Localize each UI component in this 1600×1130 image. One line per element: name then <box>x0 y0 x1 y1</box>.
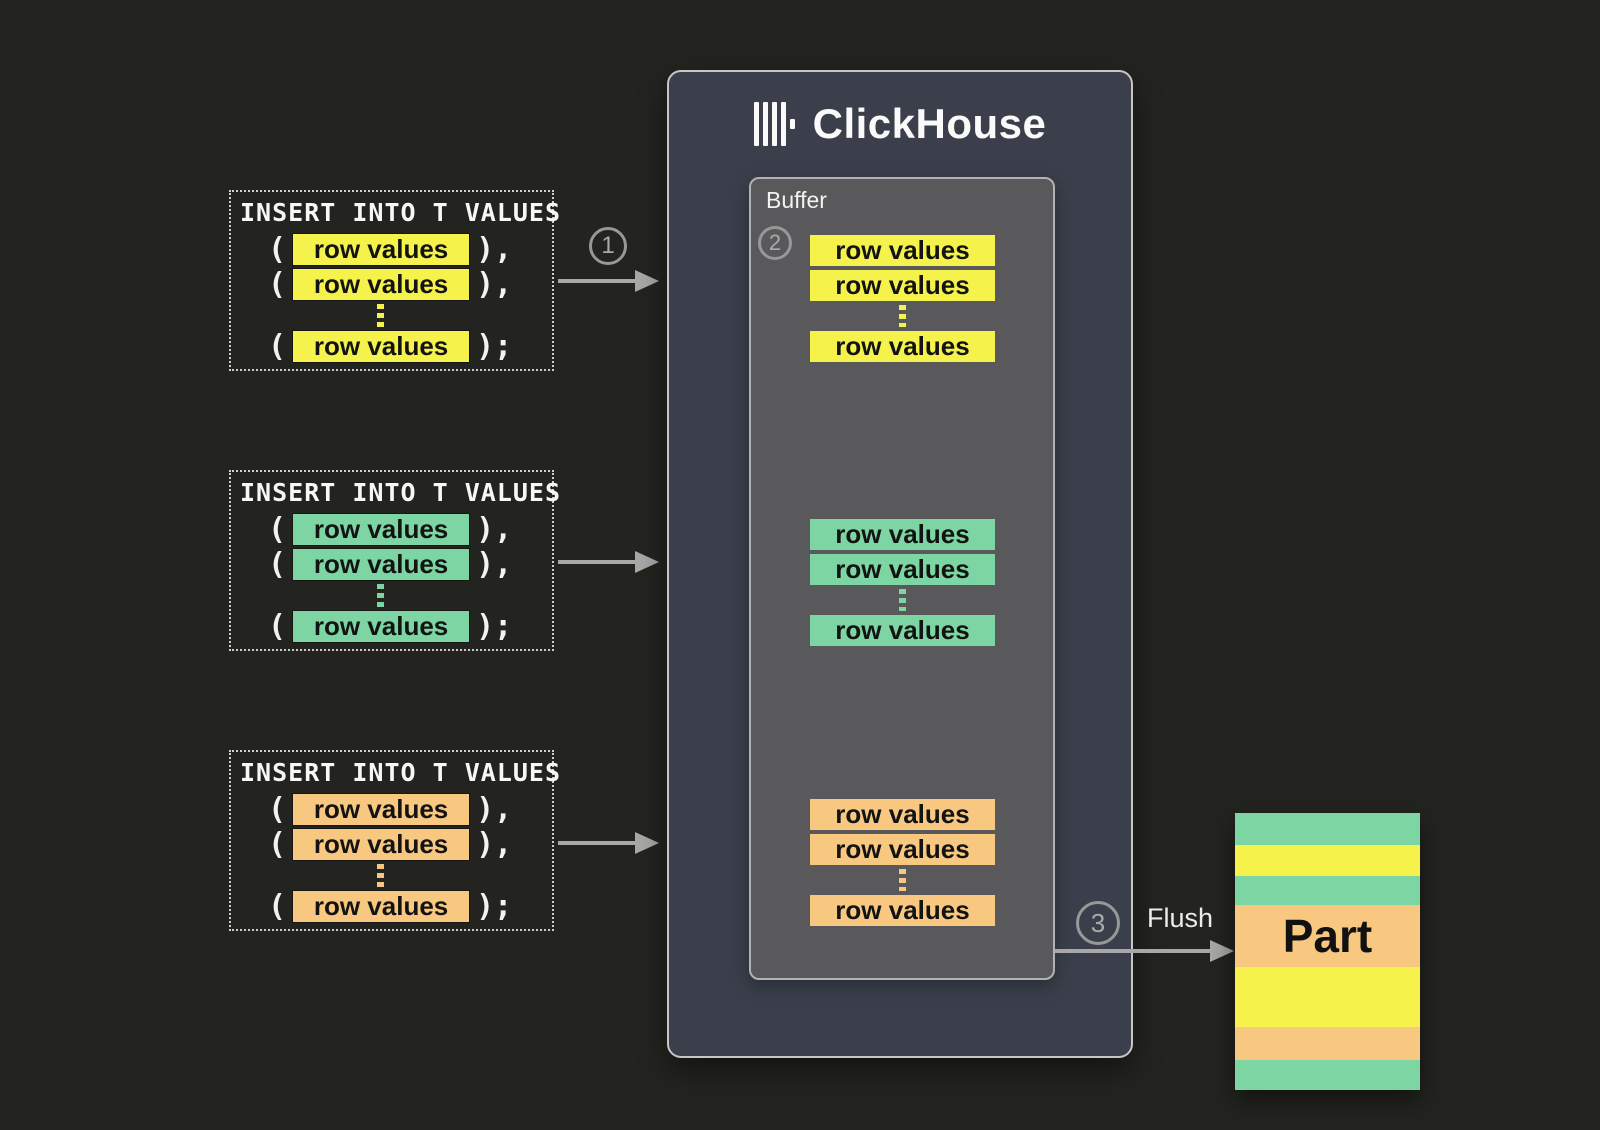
open-paren: ( <box>268 232 287 267</box>
close-paren-comma: ), <box>476 232 513 267</box>
arrow-head-icon <box>635 832 659 854</box>
arrow-flush <box>1055 949 1210 953</box>
ellipsis-dots <box>899 589 906 611</box>
code-line: ( row values ); <box>231 611 512 642</box>
arrow-head-icon <box>1210 940 1234 962</box>
arrow-head-icon <box>635 551 659 573</box>
row-values-chip: row values <box>810 331 995 362</box>
ellipsis-dots <box>899 869 906 891</box>
flush-label: Flush <box>1147 903 1214 933</box>
close-paren-comma: ), <box>476 792 513 827</box>
insert-title: INSERT INTO T VALUES <box>240 478 562 507</box>
row-values-chip: row values <box>810 834 995 865</box>
insert-title: INSERT INTO T VALUES <box>240 198 562 227</box>
ellipsis-dots <box>899 305 906 327</box>
insert-statement-box-2: INSERT INTO T VALUES ( row values ), ( r… <box>229 470 560 651</box>
row-values-chip: row values <box>810 519 995 550</box>
step-1-badge: 1 <box>589 227 627 265</box>
clickhouse-logo: ClickHouse <box>669 100 1131 148</box>
clickhouse-bars-icon <box>753 102 795 146</box>
ellipsis-dots <box>377 304 384 330</box>
insert-title: INSERT INTO T VALUES <box>240 758 562 787</box>
code-line: ( row values ); <box>231 331 512 362</box>
row-values-chip: row values <box>293 891 470 922</box>
part-stripe <box>1235 813 1420 845</box>
code-line: ( row values ), <box>231 514 512 545</box>
close-paren-comma: ), <box>476 512 513 547</box>
buffer-box: Buffer row values row values row values … <box>749 177 1055 980</box>
close-paren-semicolon: ); <box>476 889 513 924</box>
code-line: ( row values ), <box>231 234 512 265</box>
open-paren: ( <box>268 329 287 364</box>
arrow-insert-3 <box>558 841 635 845</box>
part-stripe <box>1235 905 1420 967</box>
row-values-chip: row values <box>293 611 470 642</box>
row-values-chip: row values <box>293 829 470 860</box>
code-line: ( row values ), <box>231 269 512 300</box>
row-values-chip: row values <box>810 270 995 301</box>
open-paren: ( <box>268 267 287 302</box>
insert-statement-box-3: INSERT INTO T VALUES ( row values ), ( r… <box>229 750 560 931</box>
row-values-chip: row values <box>810 235 995 266</box>
arrow-head-icon <box>635 270 659 292</box>
row-values-chip: row values <box>293 269 470 300</box>
row-values-chip: row values <box>810 895 995 926</box>
open-paren: ( <box>268 547 287 582</box>
row-values-chip: row values <box>810 799 995 830</box>
step-2-badge: 2 <box>758 226 792 260</box>
open-paren: ( <box>268 889 287 924</box>
part-stripe <box>1235 876 1420 905</box>
arrow-insert-1 <box>558 279 635 283</box>
row-values-chip: row values <box>293 549 470 580</box>
clickhouse-brand-name: ClickHouse <box>812 100 1047 147</box>
code-line: ( row values ), <box>231 794 512 825</box>
row-values-chip: row values <box>293 331 470 362</box>
buffer-group-green: row values row values row values <box>810 519 995 650</box>
open-paren: ( <box>268 792 287 827</box>
row-values-chip: row values <box>293 234 470 265</box>
close-paren-comma: ), <box>476 267 513 302</box>
open-paren: ( <box>268 609 287 644</box>
part-box: Part <box>1235 813 1420 1090</box>
part-stripe <box>1235 967 1420 1027</box>
code-line: ( row values ); <box>231 891 512 922</box>
clickhouse-panel: ClickHouse Buffer row values row values … <box>667 70 1133 1058</box>
open-paren: ( <box>268 827 287 862</box>
row-values-chip: row values <box>810 615 995 646</box>
arrow-insert-2 <box>558 560 635 564</box>
step-3-badge: 3 <box>1076 901 1120 945</box>
buffer-label: Buffer <box>766 187 827 213</box>
code-line: ( row values ), <box>231 549 512 580</box>
ellipsis-dots <box>377 864 384 890</box>
code-line: ( row values ), <box>231 829 512 860</box>
close-paren-comma: ), <box>476 547 513 582</box>
insert-statement-box-1: INSERT INTO T VALUES ( row values ), ( r… <box>229 190 560 371</box>
open-paren: ( <box>268 512 287 547</box>
row-values-chip: row values <box>810 554 995 585</box>
buffer-group-orange: row values row values row values <box>810 799 995 930</box>
part-stripe <box>1235 1027 1420 1060</box>
buffer-group-yellow: row values row values row values <box>810 235 995 366</box>
close-paren-comma: ), <box>476 827 513 862</box>
row-values-chip: row values <box>293 794 470 825</box>
close-paren-semicolon: ); <box>476 329 513 364</box>
part-stripe <box>1235 845 1420 876</box>
part-stripe <box>1235 1060 1420 1090</box>
close-paren-semicolon: ); <box>476 609 513 644</box>
ellipsis-dots <box>377 584 384 610</box>
row-values-chip: row values <box>293 514 470 545</box>
part-label: Part <box>1282 910 1373 962</box>
